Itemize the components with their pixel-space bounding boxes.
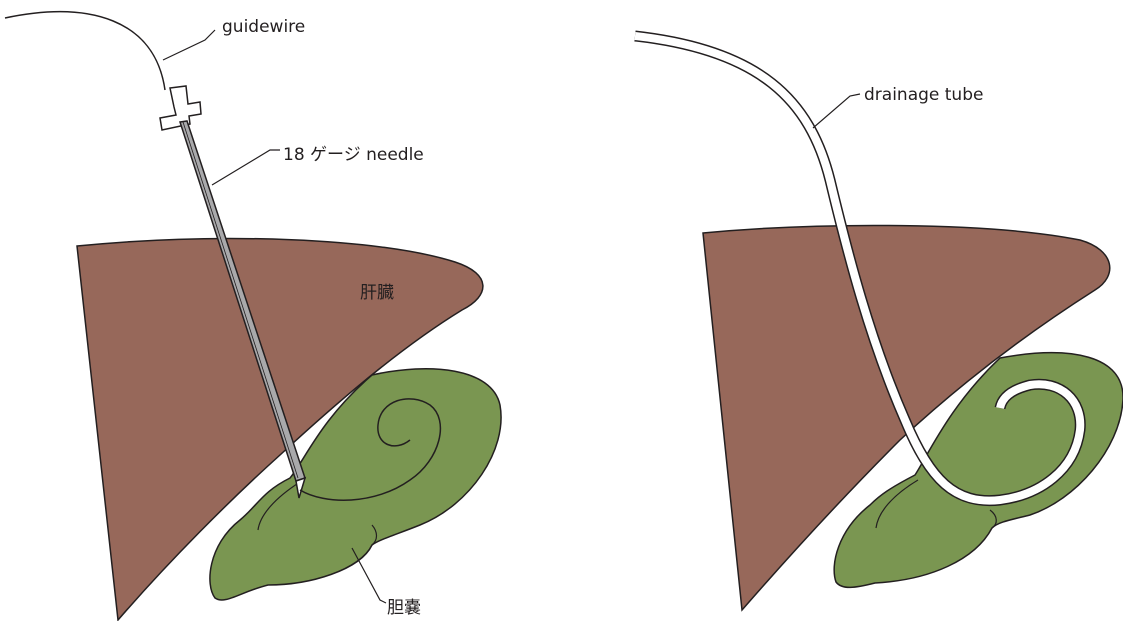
liver-label: 肝臓 [360, 283, 394, 303]
gallbladder-leader [352, 548, 386, 603]
guidewire-label: guidewire [222, 17, 305, 37]
needle-leader [212, 150, 280, 185]
right-panel: drainage tube [635, 36, 1123, 610]
tube-leader [813, 94, 860, 128]
drainage-tube-label: drainage tube [864, 85, 983, 105]
guidewire-leader [163, 30, 215, 60]
left-panel: guidewire 18 ゲージ needle 肝臓 胆嚢 [5, 12, 501, 620]
gallbladder-label: 胆嚢 [387, 598, 421, 618]
guidewire-upper [5, 12, 165, 90]
needle-label: 18 ゲージ needle [283, 145, 424, 165]
